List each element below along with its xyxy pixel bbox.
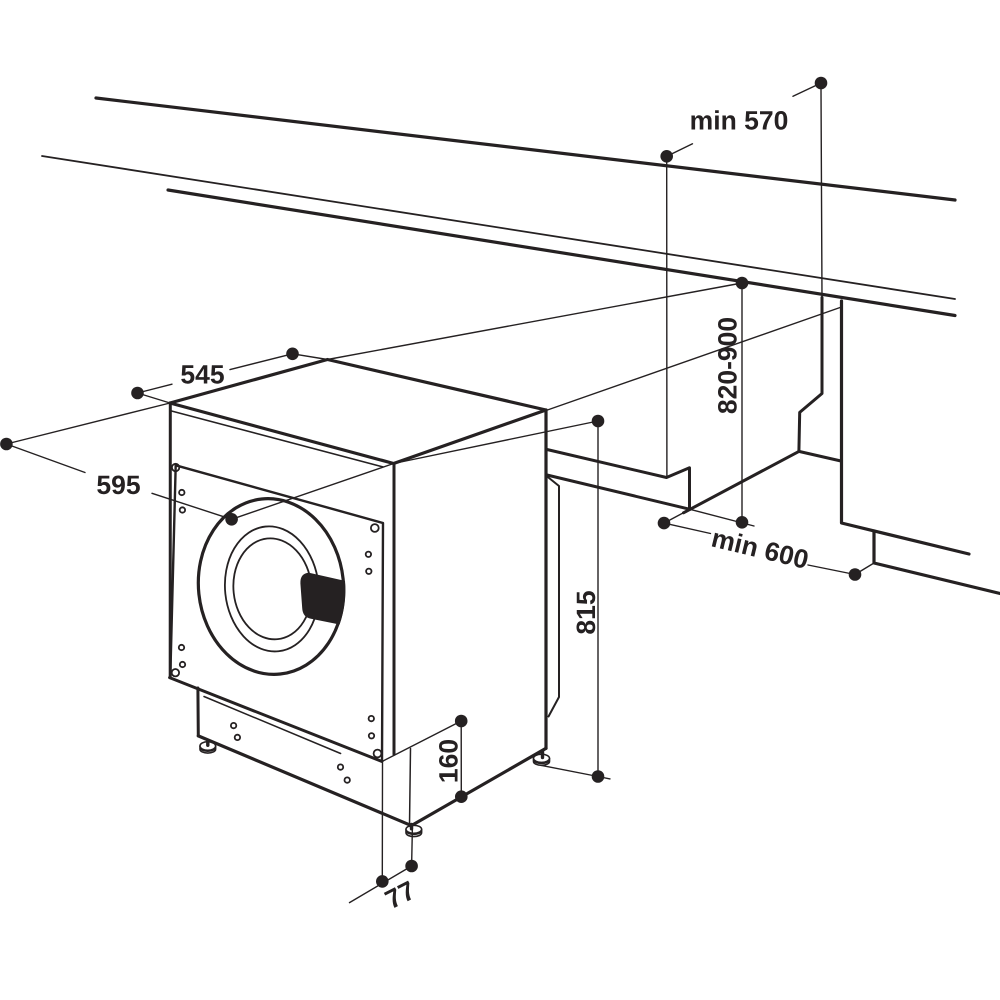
svg-text:545: 545 bbox=[180, 360, 224, 390]
svg-text:815: 815 bbox=[571, 590, 601, 634]
svg-text:820-900: 820-900 bbox=[713, 317, 743, 414]
svg-text:min 570: min 570 bbox=[690, 106, 789, 136]
svg-text:160: 160 bbox=[434, 739, 464, 783]
svg-text:595: 595 bbox=[96, 470, 140, 500]
